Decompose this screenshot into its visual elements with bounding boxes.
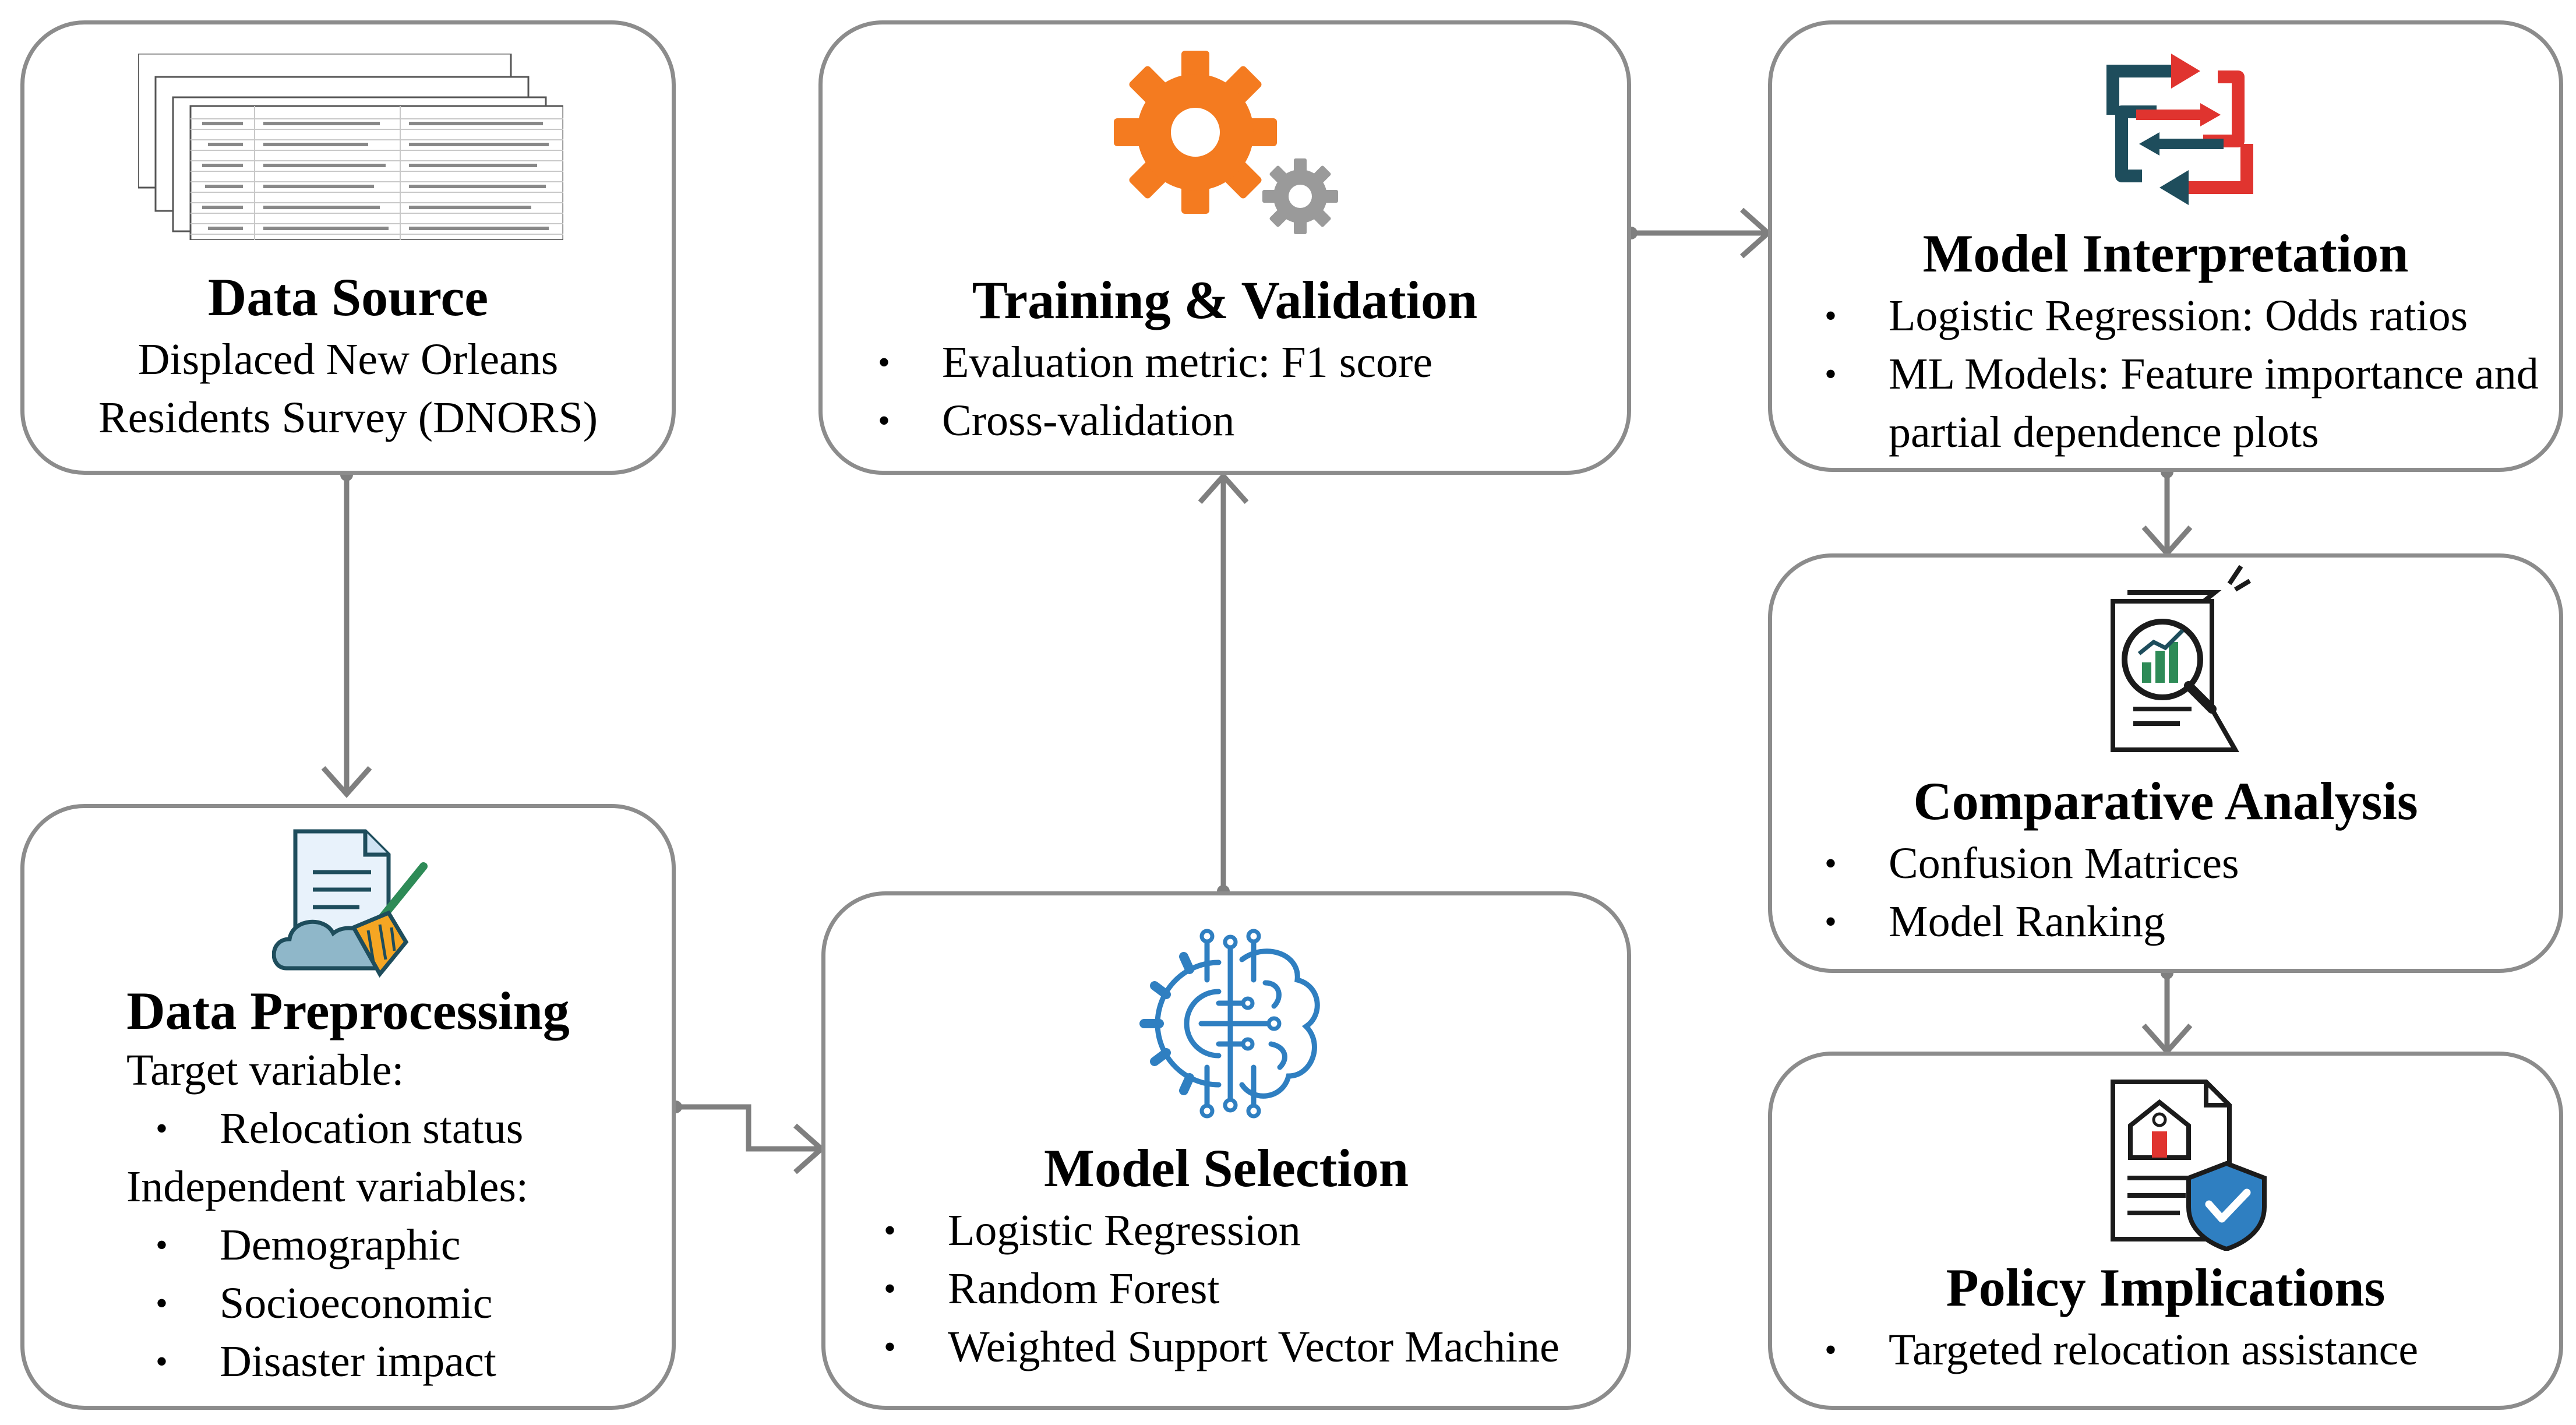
ai-brain-circuit-icon [1139,929,1320,1119]
list-item: Logistic Regression: Odds ratios [1825,287,2547,345]
exchange-arrows-icon [2106,54,2253,205]
list-item: Targeted relocation assistance [1825,1321,2418,1379]
list-item: ML Models: Feature importance and partia… [1825,345,2547,461]
model-selection-box: Model Selection Logistic Regression Rand… [821,891,1631,1410]
list-item: Cross-validation [878,391,1432,450]
list-item: Socioeconomic [156,1274,496,1332]
target-variable-label: Target variable: [126,1046,404,1095]
list-item: Weighted Support Vector Machine [884,1318,1559,1376]
independent-variables-list: Demographic Socioeconomic Disaster impac… [156,1216,496,1391]
model-interpretation-list: Logistic Regression: Odds ratios ML Mode… [1825,287,2547,461]
list-item: Demographic [156,1216,496,1274]
training-validation-title: Training & Validation [972,270,1478,330]
model-selection-title: Model Selection [1044,1138,1409,1198]
data-source-subtitle-line2: Residents Survey (DNORS) [98,393,598,442]
list-item: Confusion Matrices [1825,834,2239,893]
report-magnifier-icon [2111,565,2252,752]
list-item: Random Forest [884,1260,1559,1318]
policy-implications-box: Policy Implications Targeted relocation … [1768,1052,2563,1410]
comparative-analysis-box: Comparative Analysis Confusion Matrices … [1768,553,2563,973]
spreadsheet-stack-icon [138,54,563,240]
gears-icon [1114,51,1338,234]
list-item: Logistic Regression [884,1201,1559,1260]
data-preprocessing-title: Data Preprocessing [126,981,570,1040]
training-validation-box: Training & Validation Evaluation metric:… [818,20,1631,475]
data-source-box: Data Source Displaced New Orleans Reside… [20,20,676,475]
policy-implications-list: Targeted relocation assistance [1825,1321,2418,1379]
list-item: Relocation status [156,1099,523,1158]
policy-implications-title: Policy Implications [1946,1258,2386,1317]
arrow-preprocessing-to-selection [676,1104,818,1152]
model-interpretation-title: Model Interpretation [1922,224,2409,283]
independent-variables-label: Independent variables: [126,1162,529,1211]
training-validation-list: Evaluation metric: F1 score Cross-valida… [878,333,1432,450]
data-preprocessing-box: Data Preprocessing Target variable: Relo… [20,804,676,1410]
data-source-title: Data Source [207,267,489,327]
list-item: Evaluation metric: F1 score [878,333,1432,391]
list-item: Disaster impact [156,1332,496,1391]
house-document-shield-icon [2111,1080,2267,1251]
list-item: Model Ranking [1825,893,2239,951]
comparative-analysis-title: Comparative Analysis [1913,771,2418,831]
model-interpretation-box: Model Interpretation Logistic Regression… [1768,20,2563,472]
comparative-analysis-list: Confusion Matrices Model Ranking [1825,834,2239,951]
target-variable-list: Relocation status [156,1099,523,1158]
data-cleaning-icon [272,829,428,978]
model-selection-list: Logistic Regression Random Forest Weight… [884,1201,1559,1376]
data-source-subtitle-line1: Displaced New Orleans [137,335,559,384]
